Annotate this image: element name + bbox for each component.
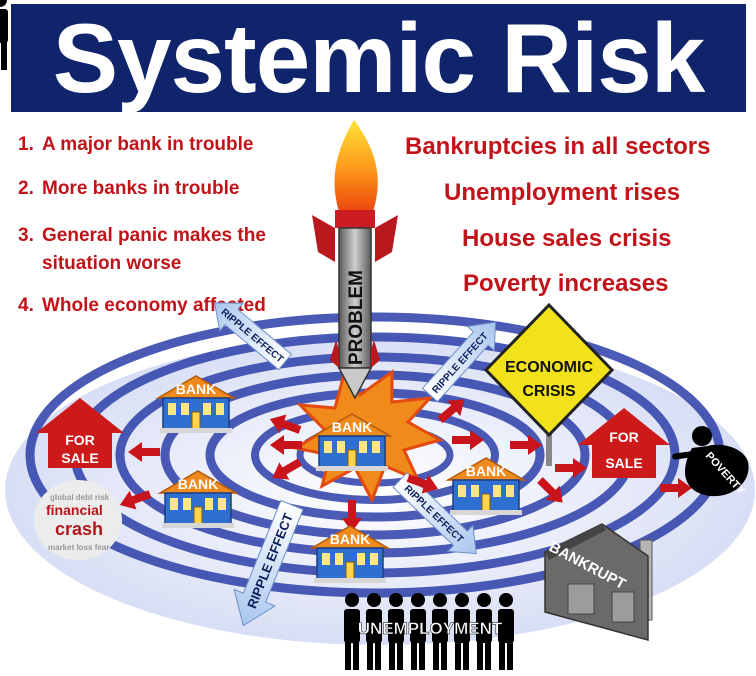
unemployment-crowd: UNEMPLOYMENT bbox=[0, 0, 514, 670]
sale-label: SALE bbox=[605, 455, 642, 471]
for-sale-sign-right: FOR SALE bbox=[578, 408, 670, 478]
for-sale-sign-left: FOR SALE bbox=[36, 398, 124, 468]
consequence-poverty: Poverty increases bbox=[463, 270, 669, 297]
step-1: 1. A major bank in trouble bbox=[18, 133, 254, 157]
step-number: 1. bbox=[18, 134, 34, 155]
unemployment-label: UNEMPLOYMENT bbox=[358, 619, 503, 638]
rocket-flame bbox=[334, 120, 378, 215]
step-text: More banks in trouble bbox=[42, 178, 240, 199]
page-title: Systemic Risk bbox=[52, 3, 706, 113]
step-3: 3. General panic makes the bbox=[18, 224, 266, 248]
poverty-figure: POVERTY bbox=[672, 426, 749, 498]
title-banner: Systemic Risk bbox=[11, 4, 746, 112]
problem-label: PROBLEM bbox=[346, 270, 367, 365]
step-3-continued: situation worse bbox=[42, 253, 182, 274]
economic-label: ECONOMIC bbox=[505, 359, 593, 376]
step-text: General panic makes the bbox=[42, 225, 266, 246]
rocket: PROBLEM bbox=[312, 210, 398, 400]
cloud-financial: financial bbox=[46, 502, 103, 518]
step-2: 2. More banks in trouble bbox=[18, 177, 239, 201]
bank-left: BANK bbox=[159, 470, 237, 529]
sale-label: SALE bbox=[61, 450, 98, 466]
step-number: 3. bbox=[18, 225, 34, 246]
bank-label: BANK bbox=[466, 463, 506, 479]
bankrupt-factory: BANKRUPT bbox=[544, 523, 653, 641]
step-text: A major bank in trouble bbox=[42, 134, 254, 155]
bank-right: BANK bbox=[447, 457, 525, 516]
bank-center: BANK bbox=[313, 413, 391, 472]
step-number: 4. bbox=[18, 295, 34, 316]
bank-label: BANK bbox=[178, 476, 218, 492]
bank-label: BANK bbox=[176, 381, 216, 397]
bank-top-left: BANK bbox=[157, 375, 235, 434]
bank-label: BANK bbox=[330, 531, 370, 547]
svg-text:market loss fear: market loss fear bbox=[48, 543, 109, 552]
financial-crash-cloud: global debt risk financial crash market … bbox=[34, 480, 122, 560]
step-number: 2. bbox=[18, 178, 34, 199]
svg-text:global debt risk: global debt risk bbox=[50, 493, 110, 502]
for-label: FOR bbox=[609, 429, 639, 445]
step-text: Whole economy affected bbox=[42, 295, 266, 316]
cloud-crash: crash bbox=[55, 519, 103, 539]
bank-label: BANK bbox=[332, 419, 372, 435]
bank-bottom: BANK bbox=[311, 525, 389, 584]
consequence-unemployment: Unemployment rises bbox=[444, 179, 681, 206]
consequence-house-sales: House sales crisis bbox=[462, 225, 672, 252]
consequence-bankruptcies: Bankruptcies in all sectors bbox=[405, 133, 711, 160]
step-4: 4. Whole economy affected bbox=[18, 294, 266, 318]
economic-crisis-sign: ECONOMIC CRISIS bbox=[483, 302, 615, 466]
for-label: FOR bbox=[65, 432, 95, 448]
crisis-label: CRISIS bbox=[522, 383, 576, 400]
